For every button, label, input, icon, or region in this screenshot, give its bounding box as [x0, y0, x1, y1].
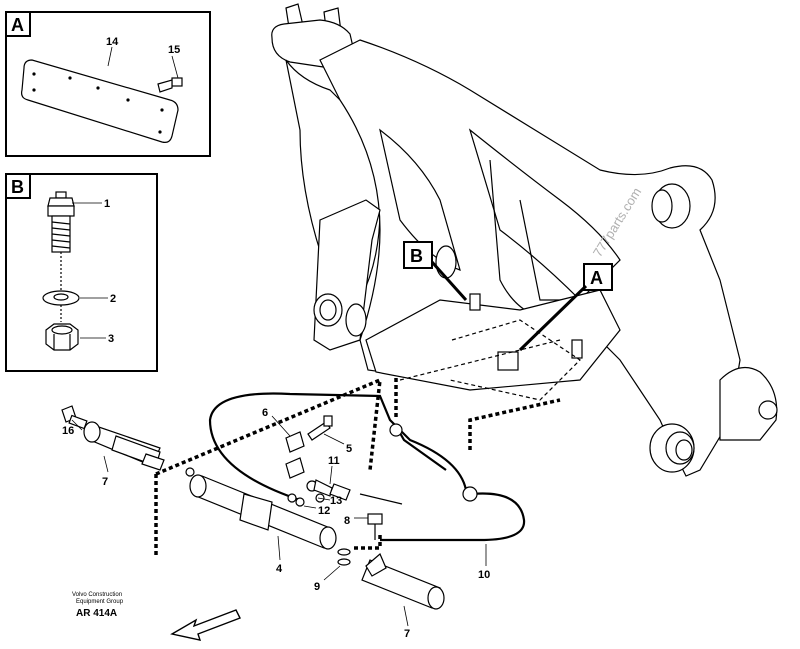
- part-label-13: 13: [330, 495, 342, 507]
- part-label-6: 6: [262, 407, 268, 419]
- part-label-8: 8: [344, 515, 350, 527]
- forward-direction-arrow-icon: [170, 609, 241, 641]
- bolt-part-15[interactable]: [157, 77, 183, 93]
- callout-b: B: [403, 241, 468, 302]
- part-label-12: 12: [318, 505, 330, 517]
- part-label-5: 5: [346, 443, 352, 455]
- assembly-line-3: [468, 398, 561, 450]
- detail-box-b-label: B: [11, 177, 24, 197]
- nut-part-3[interactable]: [45, 323, 79, 351]
- cover-plate-part-14[interactable]: [21, 59, 179, 143]
- callout-a: A: [518, 263, 613, 352]
- part-label-15: 15: [168, 44, 180, 56]
- assembly-line-4: [354, 532, 382, 550]
- callout-b-label: B: [410, 246, 423, 266]
- detail-box-a: A 14 15: [5, 11, 211, 157]
- part-label-16: 16: [62, 425, 74, 437]
- part-label-14: 14: [106, 36, 119, 48]
- cylinder-part-7-upper[interactable]: [83, 421, 165, 471]
- part-label-7-upper: 7: [102, 476, 108, 488]
- detail-box-a-label: A: [11, 15, 24, 35]
- title-line-2: Equipment Group: [76, 599, 124, 605]
- part-label-11: 11: [328, 455, 340, 467]
- title-line-1: Volvo Construction: [72, 592, 122, 598]
- bolt-part-8[interactable]: [367, 513, 383, 540]
- part-label-1: 1: [104, 198, 110, 210]
- detail-box-b-tag: [5, 173, 31, 199]
- hoses[interactable]: [208, 392, 526, 542]
- grease-nipple-part-1[interactable]: [47, 191, 75, 253]
- loader-frame[interactable]: [271, 3, 778, 477]
- part-label-9: 9: [314, 581, 320, 593]
- detail-box-b: B 1 2 3: [5, 173, 158, 372]
- part-label-2: 2: [110, 293, 116, 305]
- fitting-part-16[interactable]: [61, 405, 88, 430]
- assembly-line-1: [154, 377, 383, 556]
- callout-a-label: A: [590, 268, 603, 288]
- washer-part-2[interactable]: [42, 290, 80, 306]
- nipple-part-6[interactable]: [285, 431, 305, 479]
- part-label-7-lower: 7: [404, 628, 410, 640]
- fittings-part-11-12-13[interactable]: [287, 479, 351, 507]
- bolt-part-5[interactable]: [307, 415, 333, 441]
- part-label-4: 4: [276, 563, 283, 575]
- cylinder-part-7-lower[interactable]: [361, 553, 445, 610]
- part-label-3: 3: [108, 333, 114, 345]
- part-labels: 16 7 6 5 11 13 12 8 4 9 10 7: [62, 407, 490, 640]
- detail-box-a-tag: [5, 11, 31, 37]
- part-label-10: 10: [478, 569, 490, 581]
- washer-part-9[interactable]: [337, 548, 351, 566]
- cylinder-part-4[interactable]: [185, 467, 337, 550]
- drawing-code: AR 414A: [76, 608, 117, 619]
- title-block: Volvo Construction Equipment Group AR 41…: [72, 592, 124, 619]
